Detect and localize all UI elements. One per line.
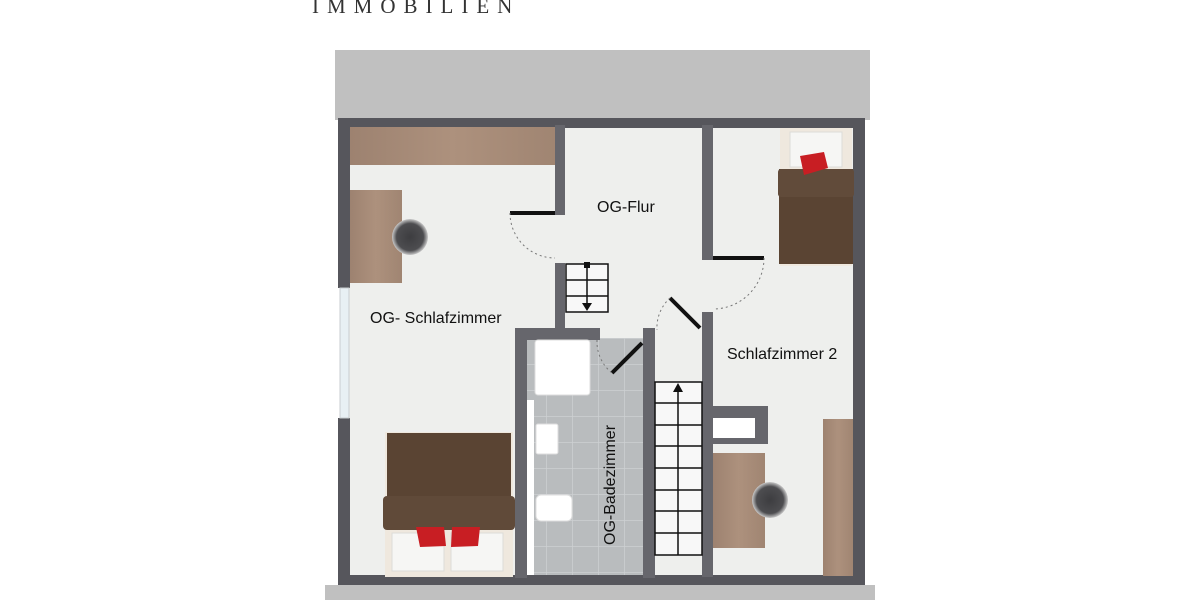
single-bed — [778, 128, 854, 266]
wardrobe-right — [823, 419, 853, 576]
wardrobe-top — [350, 127, 555, 165]
room-label-og-schlafzimmer: OG- Schlafzimmer — [370, 310, 502, 327]
window-left — [339, 287, 350, 419]
double-bed — [383, 432, 515, 577]
doors — [509, 211, 765, 375]
chair-left — [392, 219, 428, 255]
room-label-og-badezimmer: OG-Badezimmer — [602, 424, 619, 545]
room-label-og-flur: OG-Flur — [597, 199, 655, 216]
niche-inner — [713, 418, 755, 438]
room-label-schlafzimmer-2: Schlafzimmer 2 — [727, 346, 837, 363]
arrow-up-icon — [673, 383, 683, 392]
chair-right — [752, 482, 788, 518]
bath-wall-strip — [527, 400, 534, 575]
stairs-up — [654, 381, 703, 556]
stairs-down-marker — [584, 262, 590, 268]
shower-tray — [534, 339, 591, 396]
brand-logo-text: IMMOBILIEN — [312, 0, 521, 18]
sink — [535, 423, 559, 455]
arrow-down-icon — [582, 303, 592, 311]
roof-band-bottom — [325, 585, 875, 600]
toilet — [535, 494, 573, 522]
outer-walls — [338, 118, 865, 585]
roof-band-top — [335, 50, 870, 120]
